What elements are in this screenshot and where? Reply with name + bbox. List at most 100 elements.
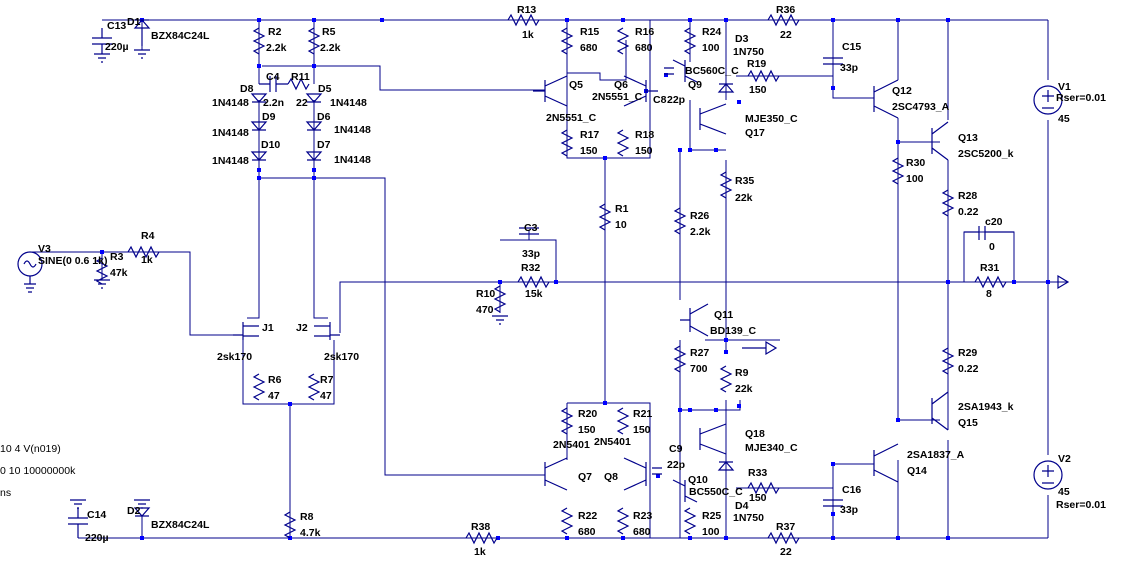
spice-directive-line: 10 4 V(n019) xyxy=(0,443,61,455)
ground-symbol xyxy=(94,279,110,289)
r4-ref: R4 xyxy=(141,230,155,242)
r32-ref: R32 xyxy=(521,262,540,274)
v1-voltage: 45 xyxy=(1058,113,1070,125)
component-symbols xyxy=(17,13,1070,545)
r18-value: 150 xyxy=(635,145,653,157)
q13-value: 2SC5200_k xyxy=(958,148,1014,160)
c9-ref: C9 xyxy=(669,443,683,455)
d5-ref: D5 xyxy=(318,83,332,95)
r33-value: 150 xyxy=(749,492,767,504)
q12-value: 2SC4793_A xyxy=(892,101,950,113)
r30-value: 100 xyxy=(906,173,924,185)
c3-ref: C3 xyxy=(524,222,538,234)
r25-ref: R25 xyxy=(702,510,721,522)
r10-ref: R10 xyxy=(476,288,495,300)
r9-value: 22k xyxy=(735,383,753,395)
r26-value: 2.2k xyxy=(690,226,711,238)
transistor-symbol-q17 xyxy=(699,103,727,135)
resistor-symbol-r21 xyxy=(616,407,630,435)
q10-ref: Q10 xyxy=(688,474,708,486)
transistor-symbol-q18 xyxy=(699,423,727,455)
r31-value: 8 xyxy=(986,288,992,300)
q5-value: 2N5551_C xyxy=(546,112,597,124)
q14-value: 2SA1837_A xyxy=(907,449,965,461)
r28-ref: R28 xyxy=(958,190,977,202)
ground-symbol xyxy=(134,499,150,509)
r38-value: 1k xyxy=(474,546,486,558)
q9-value: BC560C_C xyxy=(685,65,739,77)
r27-ref: R27 xyxy=(690,347,709,359)
c13-value: 220µ xyxy=(105,41,129,53)
d4-value: 1N750 xyxy=(733,512,764,524)
r24-ref: R24 xyxy=(702,26,721,38)
v3-ref: V3 xyxy=(38,243,51,255)
r1-value: 10 xyxy=(615,219,627,231)
r9-ref: R9 xyxy=(735,367,749,379)
resistor-symbol-r16 xyxy=(616,27,630,55)
q18-value: MJE340_C xyxy=(745,442,798,454)
resistor-symbol-r33 xyxy=(747,481,780,495)
transistor-symbol-q7 xyxy=(544,457,568,491)
resistor-symbol-r6 xyxy=(252,373,266,401)
r37-ref: R37 xyxy=(776,521,795,533)
resistor-symbol-r23 xyxy=(616,507,630,535)
resistor-symbol-r1 xyxy=(598,203,612,231)
resistor-symbol-r10 xyxy=(493,285,507,313)
spice-directive-line: 0 10 10000000k xyxy=(0,465,76,477)
q5-ref: Q5 xyxy=(569,79,583,91)
r11-ref: R11 xyxy=(291,71,310,83)
resistor-symbol-r37 xyxy=(767,531,800,545)
resistor-symbol-r11 xyxy=(287,77,310,91)
r3-value: 47k xyxy=(110,267,128,279)
d9-ref: D9 xyxy=(262,111,276,123)
transistor-symbol-q6 xyxy=(623,75,658,107)
r1-ref: R1 xyxy=(615,203,629,215)
r4-value: 1k xyxy=(141,254,153,266)
diode-symbol-d4 xyxy=(717,461,735,471)
voltage-source-symbol-v2 xyxy=(1033,460,1063,490)
resistor-symbol-r31 xyxy=(974,275,1007,289)
r36-value: 22 xyxy=(780,29,792,41)
resistor-symbol-r18 xyxy=(616,129,630,157)
resistor-symbol-r38 xyxy=(465,531,498,545)
q7-value: 2N5401 xyxy=(553,439,590,451)
resistor-symbol-r20 xyxy=(560,407,574,435)
r13-value: 1k xyxy=(522,29,534,41)
resistor-symbol-r7 xyxy=(307,373,321,401)
d8-value: 1N4148 xyxy=(212,97,249,109)
d2-value: BZX84C24L xyxy=(151,519,210,531)
ground-symbol xyxy=(70,499,86,509)
r16-value: 680 xyxy=(635,42,653,54)
c16-value: 33p xyxy=(840,504,858,516)
resistor-symbol-r29 xyxy=(941,347,955,375)
r18-ref: R18 xyxy=(635,129,654,141)
r28-value: 0.22 xyxy=(958,206,979,218)
r5-value: 2.2k xyxy=(320,42,341,54)
d10-ref: D10 xyxy=(261,139,280,151)
r38-ref: R38 xyxy=(471,521,490,533)
transistor-symbol-q5 xyxy=(533,75,568,107)
capacitor-symbol-c3 xyxy=(519,227,539,235)
v2-rser: Rser=0.01 xyxy=(1056,499,1106,511)
diode-symbol-d9 xyxy=(250,121,268,131)
j1-value: 2sk170 xyxy=(217,351,252,363)
resistor-symbol-r13 xyxy=(507,13,540,27)
diode-symbol-d1 xyxy=(133,19,151,46)
j2-ref: J2 xyxy=(296,322,308,334)
c8-value: 22p xyxy=(667,94,685,106)
v1-ref: V1 xyxy=(1058,81,1071,93)
r15-ref: R15 xyxy=(580,26,599,38)
v3-value: SINE(0 0.6 1k) xyxy=(38,255,107,267)
r33-ref: R33 xyxy=(748,467,767,479)
transistor-symbol-q14 xyxy=(873,443,899,483)
q15-value: 2SA1943_k xyxy=(958,401,1014,413)
resistor-symbol-r15 xyxy=(560,27,574,55)
d1-ref: D1 xyxy=(127,16,141,28)
q7-ref: Q7 xyxy=(578,471,592,483)
transistor-symbol-q15 xyxy=(931,391,949,431)
d7-value: 1N4148 xyxy=(334,154,371,166)
r11-value: 22 xyxy=(296,97,308,109)
capacitor-symbol-c20 xyxy=(964,226,1014,240)
port-symbol xyxy=(742,340,778,356)
